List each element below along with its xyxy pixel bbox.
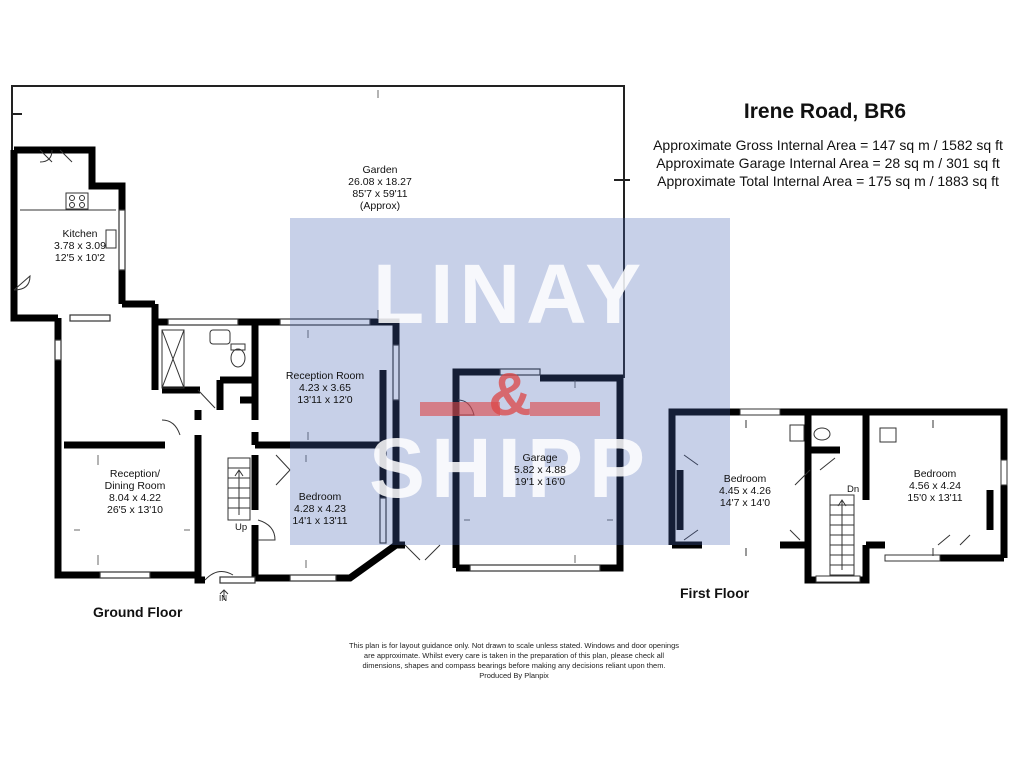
room-imperial: 15'0 x 13'11: [907, 492, 963, 504]
room-metric: 4.45 x 4.26: [719, 485, 771, 497]
watermark-ampersand: &: [488, 361, 532, 428]
room-name-2: Dining Room: [104, 480, 166, 492]
disclaimer-line-4: Produced By Planpix: [479, 671, 549, 680]
agency-watermark: [290, 218, 730, 545]
room-imperial: 26'5 x 13'10: [107, 504, 163, 516]
total-area-text: Approximate Total Internal Area = 175 sq…: [657, 173, 999, 189]
room-label-kitchen: Kitchen 3.78 x 3.09 12'5 x 10'2: [40, 228, 120, 264]
room-metric: 4.28 x 4.23: [294, 503, 346, 515]
kitchen-fittings: [20, 192, 117, 249]
room-metric: 4.23 x 3.65: [299, 382, 351, 394]
first-floor-details: [683, 408, 1008, 583]
room-label-garden: Garden 26.08 x 18.27 85'7 x 59'11 (Appro…: [310, 164, 450, 212]
stairs-up-label: Up: [235, 522, 248, 533]
garage-area-text: Approximate Garage Internal Area = 28 sq…: [656, 155, 1000, 171]
room-label-reception-room: Reception Room 4.23 x 3.65 13'11 x 12'0: [270, 370, 380, 406]
entrance-label: IN: [219, 594, 227, 603]
room-metric: 4.56 x 4.24: [909, 480, 961, 492]
room-name: Bedroom: [723, 473, 767, 485]
room-imperial: 14'7 x 14'0: [719, 497, 771, 509]
room-name: Garage: [522, 452, 558, 464]
room-imperial: 14'1 x 13'11: [292, 515, 348, 527]
first-floor-walls: [668, 408, 1008, 584]
disclaimer-line-2: are approximate. Whilst every care is ta…: [363, 651, 665, 660]
gross-area-text: Approximate Gross Internal Area = 147 sq…: [653, 137, 1003, 153]
disclaimer-line-3: dimensions, shapes and compass bearings …: [362, 661, 666, 670]
windows: [54, 209, 601, 584]
watermark-line-1: LINAY: [372, 247, 648, 341]
stairs-ground: [219, 457, 251, 600]
room-label-reception-dining: Reception/ Dining Room 8.04 x 4.22 26'5 …: [90, 468, 180, 516]
disclaimer: This plan is for layout guidance only. N…: [300, 641, 728, 681]
room-imperial: 12'5 x 10'2: [54, 252, 106, 264]
room-name: Bedroom: [298, 491, 342, 503]
room-label-bedroom-first-right: Bedroom 4.56 x 4.24 15'0 x 13'11: [890, 468, 980, 504]
room-name: Garden: [362, 164, 398, 176]
room-name: Reception/: [109, 468, 161, 480]
stairs-down-label: Dn: [847, 484, 860, 495]
room-metric: 8.04 x 4.22: [109, 492, 161, 504]
door-swings: [13, 149, 475, 581]
room-label-bedroom-ground: Bedroom 4.28 x 4.23 14'1 x 13'11: [270, 491, 370, 527]
ground-floor-label: Ground Floor: [93, 604, 183, 620]
disclaimer-line-1: This plan is for layout guidance only. N…: [348, 641, 680, 650]
room-note: (Approx): [359, 200, 401, 212]
first-floor-label: First Floor: [680, 585, 750, 601]
bathroom-fittings: [161, 329, 246, 389]
room-imperial: 19'1 x 16'0: [514, 476, 566, 488]
room-name: Kitchen: [62, 228, 98, 240]
dimension-arrows: [74, 90, 613, 568]
room-label-garage: Garage 5.82 x 4.88 19'1 x 16'0: [490, 452, 590, 488]
room-name: Bedroom: [913, 468, 957, 480]
room-metric: 5.82 x 4.88: [514, 464, 566, 476]
watermark-line-2: SHIPP: [368, 421, 652, 515]
watermark-bar-left: [420, 402, 500, 416]
room-label-bedroom-first-left: Bedroom 4.45 x 4.26 14'7 x 14'0: [700, 473, 790, 509]
room-name: Reception Room: [285, 370, 365, 382]
watermark-bar-right: [530, 402, 600, 416]
room-imperial: 13'11 x 12'0: [297, 394, 353, 406]
property-title: Irene Road, BR6: [743, 100, 907, 123]
room-metric: 26.08 x 18.27: [348, 176, 412, 188]
room-imperial: 85'7 x 59'11: [352, 188, 408, 200]
area-summary: Approximate Gross Internal Area = 147 sq…: [632, 136, 1024, 190]
room-metric: 3.78 x 3.09: [54, 240, 106, 252]
